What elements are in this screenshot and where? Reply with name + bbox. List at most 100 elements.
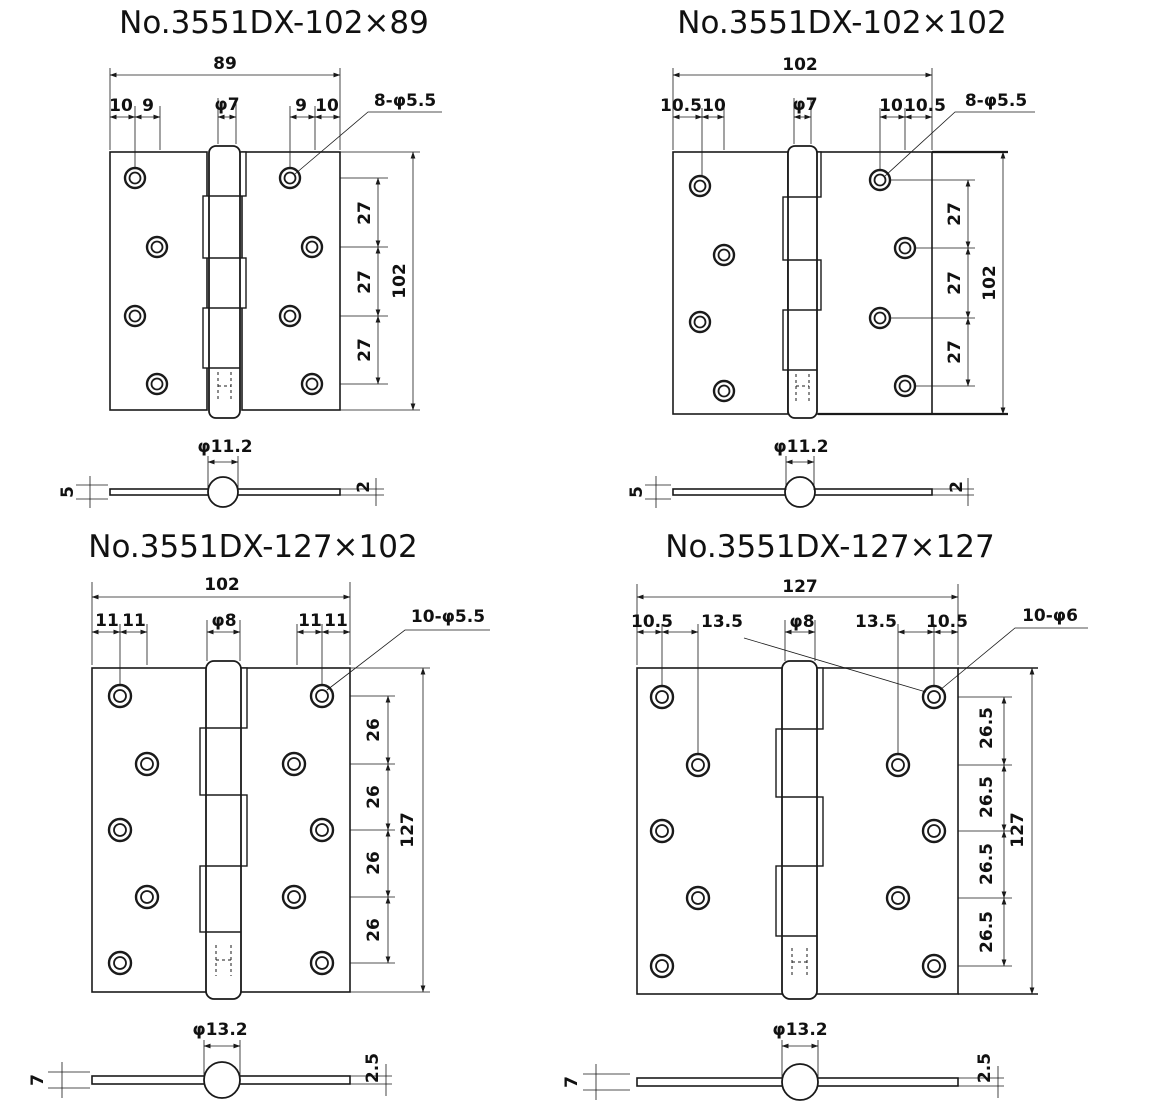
hole-countersink: [113, 823, 127, 837]
mounting-holes: [649, 684, 947, 979]
plate-edge-extension: [958, 667, 1038, 995]
hole-rim: [893, 236, 917, 260]
hole-rim: [885, 885, 911, 911]
hinge-knuckle: [205, 660, 242, 1000]
mounting-hole: [688, 174, 712, 198]
hole-countersink: [898, 379, 912, 393]
extension-lines: [350, 667, 430, 993]
left-edge-offset-label: 10.5: [631, 612, 673, 632]
left-leaf: [109, 151, 208, 411]
mounting-hole: [649, 818, 675, 844]
knuckle-barrel: [203, 1061, 241, 1099]
hole-countersink: [128, 171, 142, 185]
dimension-line: [61, 1062, 387, 1098]
hole-rim: [278, 304, 302, 328]
drawing-title: No.3551DX-127×127: [665, 529, 994, 565]
mounting-hole: [281, 751, 307, 777]
side-leaf: [672, 488, 788, 496]
extension-lines: [645, 456, 974, 500]
hole-countersink: [691, 758, 705, 772]
mounting-hole: [685, 885, 711, 911]
side-leaf: [236, 488, 341, 496]
extension-lines: [890, 179, 975, 387]
right-row-offset-label: 10: [879, 96, 903, 116]
hole-pitch-label: 27: [355, 338, 375, 362]
hole-rim: [685, 885, 711, 911]
hole-countersink: [717, 248, 731, 262]
open-thickness-label: 7: [28, 1074, 48, 1086]
hole-pitch-label: 26.5: [977, 911, 997, 953]
dimension-line: [89, 476, 377, 508]
leaf-thickness-label: 2.5: [975, 1053, 995, 1083]
mounting-hole: [278, 304, 302, 328]
right-row-offset-label: 9: [295, 96, 307, 116]
hinge-front-view: [91, 660, 351, 1000]
knuckle-diameter-label: φ13.2: [772, 1020, 827, 1040]
hole-rim: [145, 372, 169, 396]
hole-countersink: [655, 959, 669, 973]
left-edge-offset-label: 10.5: [660, 96, 702, 116]
knuckle-diameter-label: φ11.2: [773, 437, 828, 457]
left-row-offset-label: 11: [122, 611, 146, 631]
hinge-knuckle: [787, 145, 818, 419]
hole-pitch-label: 27: [355, 201, 375, 225]
hole-pitch-label: 26.5: [977, 843, 997, 885]
hole-countersink: [655, 824, 669, 838]
hinge-knuckle: [208, 145, 241, 419]
knuckle-joints: [206, 727, 241, 933]
width-dimensions: 102 11 11 φ8 11 11: [91, 575, 351, 686]
overall-height-label: 127: [398, 812, 418, 848]
hole-countersink: [315, 823, 329, 837]
mounting-hole: [300, 235, 324, 259]
hole-pitch-label: 26: [364, 918, 384, 942]
hole-rim: [300, 235, 324, 259]
left-edge-offset-label: 10: [109, 96, 133, 116]
hole-countersink: [693, 179, 707, 193]
hinge-side-view: φ13.2 7 2.5: [28, 1020, 392, 1099]
hole-countersink: [927, 690, 941, 704]
mounting-hole: [712, 379, 736, 403]
pin-diameter-label: φ7: [214, 95, 239, 115]
left-row-offset-label: 9: [142, 96, 154, 116]
hinge-drawing-3: No.3551DX-127×102 102 11 11 φ8 11: [28, 529, 490, 1099]
hole-countersink: [283, 309, 297, 323]
mounting-hole: [278, 166, 302, 190]
width-dimensions: 102 10.5 10 φ7 10 10.5: [660, 55, 946, 176]
hole-countersink: [140, 757, 154, 771]
hole-callout: 8-φ5.5: [294, 91, 442, 175]
hole-rim: [123, 304, 147, 328]
plate-edge-extension: [818, 150, 1008, 416]
mounting-hole: [107, 950, 133, 976]
hole-rim: [921, 818, 947, 844]
hole-pitch-label: 27: [355, 270, 375, 294]
right-edge-offset-label: 11: [324, 611, 348, 631]
hole-countersink: [150, 377, 164, 391]
side-leaf: [636, 1077, 784, 1087]
mounting-hole: [885, 752, 911, 778]
open-thickness-label: 7: [562, 1076, 582, 1088]
leader-line: [294, 111, 442, 175]
mounting-hole: [107, 817, 133, 843]
overall-width-label: 89: [213, 54, 237, 74]
leaf-thickness-label: 2: [947, 481, 967, 493]
hole-pitch-label: 26: [364, 718, 384, 742]
hole-pitch-label: 26: [364, 851, 384, 875]
hole-pitch-label: 26.5: [977, 776, 997, 818]
pin-hidden-lines: [795, 374, 810, 404]
hole-callout-label: 10-φ6: [1022, 606, 1078, 626]
mounting-hole: [921, 684, 947, 710]
side-leaf: [109, 488, 210, 496]
overall-height-label: 102: [390, 263, 410, 299]
hole-countersink: [873, 311, 887, 325]
hole-countersink: [691, 891, 705, 905]
leader-line: [743, 637, 927, 693]
hole-countersink: [891, 891, 905, 905]
left-leaf: [672, 151, 789, 415]
mounting-hole: [649, 684, 675, 710]
mounting-hole: [921, 818, 947, 844]
pin-hidden-lines: [791, 948, 808, 978]
leaf-thickness-label: 2.5: [363, 1053, 383, 1083]
hole-countersink: [283, 171, 297, 185]
knuckle-diameter-label: φ11.2: [197, 437, 252, 457]
mounting-hole: [300, 372, 324, 396]
